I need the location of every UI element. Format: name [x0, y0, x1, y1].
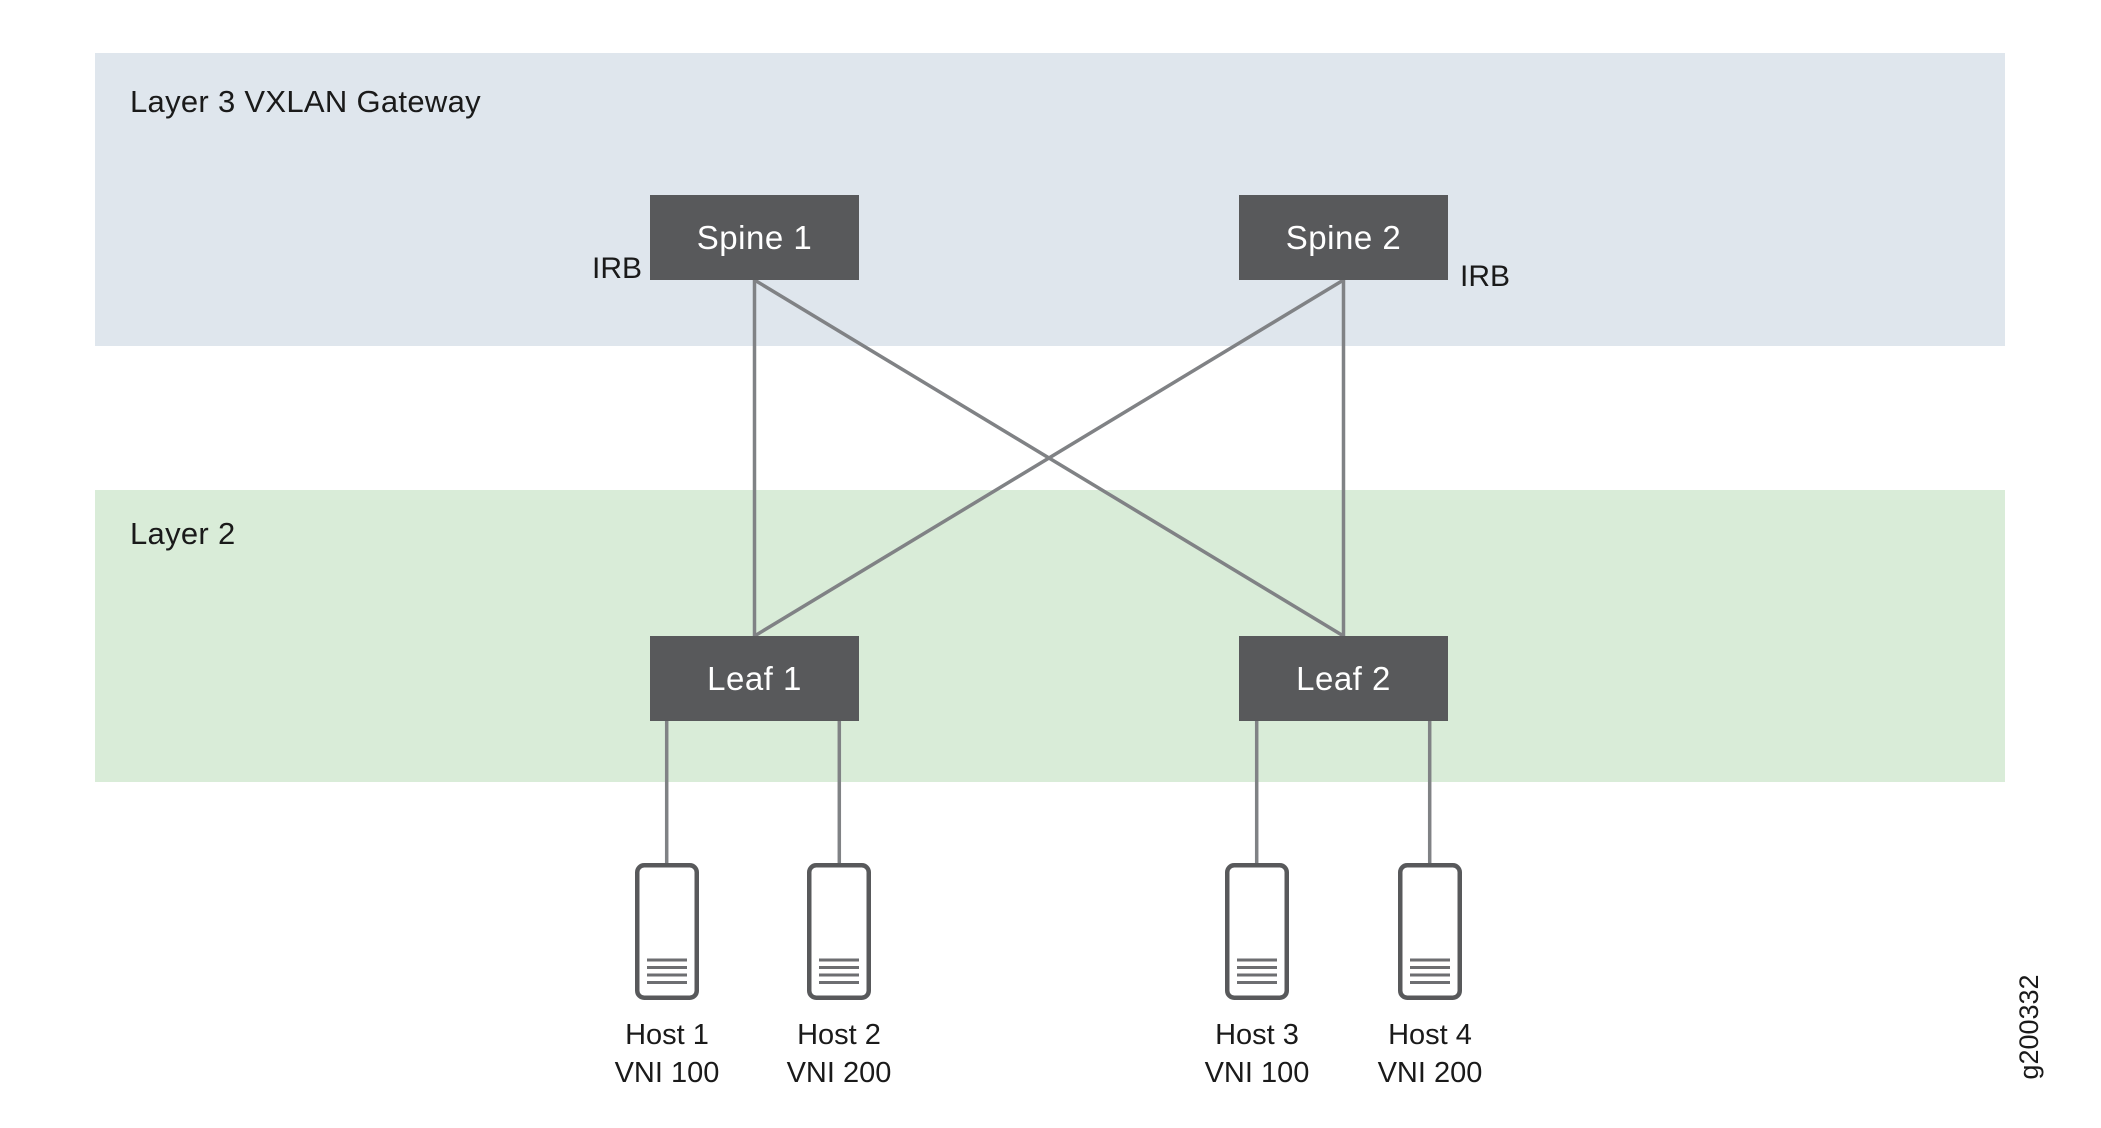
host4-name: Host 4 — [1388, 1019, 1472, 1051]
server-icon — [1398, 863, 1462, 1000]
link-spine2-leaf1 — [753, 278, 1345, 638]
host1-vni: VNI 100 — [614, 1057, 720, 1089]
host1-name: Host 1 — [625, 1019, 709, 1051]
host2-vni: VNI 200 — [786, 1057, 892, 1089]
leaf2-label: Leaf 2 — [1296, 659, 1391, 697]
host4-vni: VNI 200 — [1377, 1057, 1483, 1089]
layer3-vxlan-gateway-band — [95, 53, 2005, 346]
node-spine1: Spine 1 — [650, 195, 859, 280]
spine1-label: Spine 1 — [696, 218, 813, 256]
host3-group: Host 3 VNI 100 — [1157, 863, 1357, 1092]
host2-group: Host 2 VNI 200 — [739, 863, 939, 1092]
node-leaf2: Leaf 2 — [1239, 636, 1448, 721]
node-leaf1: Leaf 1 — [650, 636, 859, 721]
spine2-label: Spine 2 — [1285, 218, 1402, 256]
leaf1-label: Leaf 1 — [707, 659, 802, 697]
layer2-band — [95, 490, 2005, 782]
layer3-band-title: Layer 3 VXLAN Gateway — [130, 84, 481, 119]
figure-id-label: g200332 — [2014, 974, 2044, 1080]
host4-group: Host 4 VNI 200 — [1330, 863, 1530, 1092]
host3-vni: VNI 100 — [1204, 1057, 1310, 1089]
host3-name: Host 3 — [1215, 1019, 1299, 1051]
server-icon — [807, 863, 871, 1000]
layer2-band-title: Layer 2 — [130, 516, 236, 551]
spine1-irb-label: IRB — [591, 252, 642, 285]
server-icon — [1225, 863, 1289, 1000]
host1-group: Host 1 VNI 100 — [567, 863, 767, 1092]
spine2-irb-label: IRB — [1460, 260, 1511, 293]
host2-name: Host 2 — [797, 1019, 881, 1051]
node-spine2: Spine 2 — [1239, 195, 1448, 280]
server-icon — [635, 863, 699, 1000]
